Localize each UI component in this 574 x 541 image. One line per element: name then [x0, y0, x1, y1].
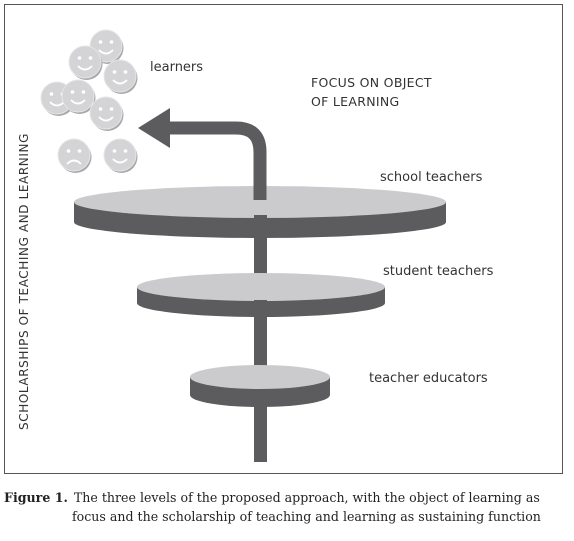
caption-line2: focus and the scholarship of teaching an… — [72, 509, 541, 524]
label-learners: learners — [150, 60, 203, 75]
smiley-face-icon — [89, 96, 124, 131]
learner-faces — [40, 29, 138, 173]
stem-segment-lower — [254, 405, 267, 462]
sad-face-icon — [57, 138, 92, 173]
smiley-face-icon — [103, 59, 138, 94]
stem-segment-middle — [254, 300, 267, 365]
smiley-face-icon — [103, 138, 138, 173]
figure-frame — [4, 4, 563, 474]
label-scholarship-vertical: SCHOLARSHIPS OF TEACHING AND LEARNING — [17, 133, 31, 430]
figure-caption: Figure 1. The three levels of the propose… — [4, 488, 570, 526]
disk-teacher-educators — [190, 365, 330, 407]
caption-lead: Figure 1. — [4, 490, 68, 505]
arrow-to-learners — [138, 108, 267, 200]
smiley-face-icon — [61, 79, 96, 114]
stem-segment-upper — [254, 215, 267, 273]
label-teacher-educators: teacher educators — [369, 371, 488, 386]
label-student-teachers: student teachers — [383, 264, 494, 279]
arrow-head — [138, 108, 170, 148]
label-focus-line1: FOCUS ON OBJECT — [311, 75, 432, 90]
three-levels-diagram: learners FOCUS ON OBJECT OF LEARNING sch… — [17, 29, 494, 462]
smiley-face-icon — [68, 45, 103, 80]
label-school-teachers: school teachers — [380, 170, 483, 185]
caption-line1: The three levels of the proposed approac… — [73, 490, 540, 505]
label-focus-line2: OF LEARNING — [311, 94, 399, 109]
